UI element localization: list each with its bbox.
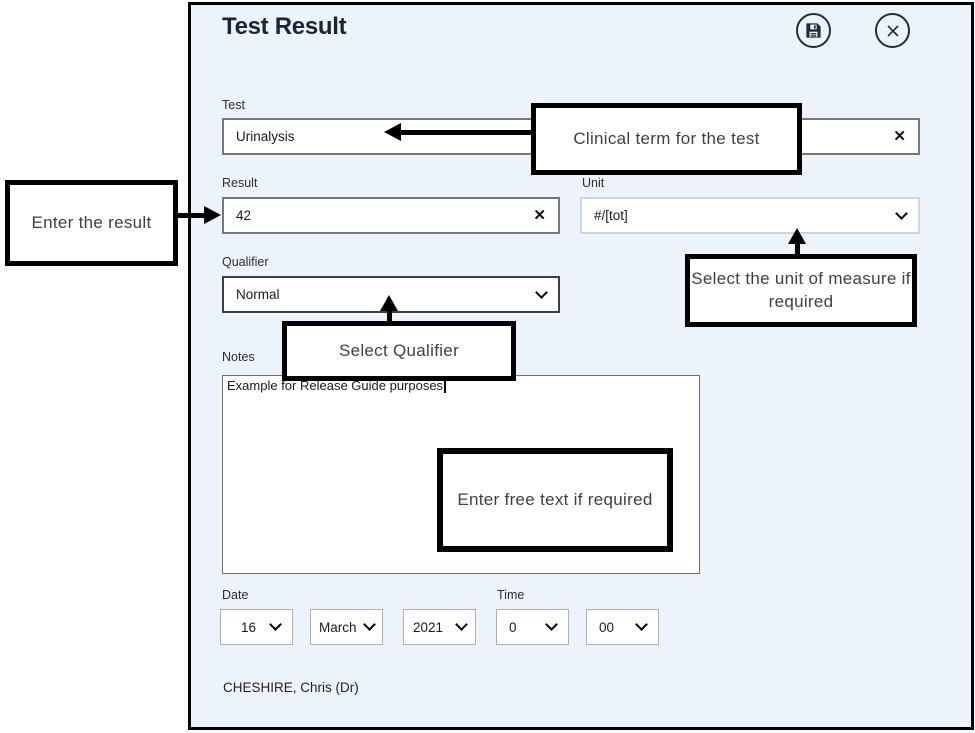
callout-test: Clinical term for the test [531,103,802,175]
notes-value: Example for Release Guide purposes [227,378,444,393]
unit-value: #/[tot] [594,208,628,223]
date-year-select[interactable]: 2021 [403,609,476,645]
result-value: 42 [236,208,252,223]
callout-result-text: Enter the result [31,212,152,232]
time-label: Time [497,588,525,602]
time-hour-value: 0 [509,619,517,635]
test-value: Urinalysis [236,129,295,144]
time-minute-value: 00 [599,619,615,635]
time-minute-select[interactable]: 00 [586,609,659,645]
arrow-up-icon [788,228,806,244]
date-month-value: March [319,619,357,635]
chevron-down-icon [895,206,908,220]
text-caret [444,379,446,393]
unit-label: Unit [582,176,605,190]
arrow-shaft [795,243,800,255]
test-clear-button[interactable]: ✕ [893,129,906,144]
qualifier-label: Qualifier [222,255,269,269]
date-year-value: 2021 [413,619,444,635]
date-day-select[interactable]: 16 [220,609,293,645]
qualifier-value: Normal [236,287,280,302]
arrow-shaft [399,130,531,135]
result-label: Result [222,176,258,190]
notes-label: Notes [222,350,255,364]
unit-select[interactable]: #/[tot] [580,197,920,234]
chevron-down-icon [455,618,468,631]
save-icon [804,21,823,40]
callout-result: Enter the result [5,180,178,266]
callout-qualifier: Select Qualifier [282,321,516,381]
save-button[interactable] [796,13,831,48]
x-icon: ✕ [533,207,546,224]
close-button[interactable] [875,13,910,48]
arrow-shaft [168,213,206,218]
callout-unit: Select the unit of measure if required [685,254,917,327]
close-icon [883,21,903,41]
arrow-shaft [387,310,392,322]
callout-notes: Enter free text if required [437,448,673,552]
result-input[interactable]: 42 ✕ [222,197,560,234]
chevron-down-icon [363,618,376,631]
test-label: Test [222,98,245,112]
callout-qualifier-text: Select Qualifier [338,340,460,360]
result-clear-button[interactable]: ✕ [533,208,546,223]
chevron-down-icon [635,618,648,631]
page-title: Test Result [222,13,347,40]
chevron-down-icon [545,618,558,631]
date-label: Date [222,588,249,602]
chevron-down-icon [269,618,282,631]
callout-notes-text: Enter free text if required [457,489,653,509]
date-month-select[interactable]: March [310,609,383,645]
arrow-up-icon [380,295,398,311]
time-hour-select[interactable]: 0 [496,609,569,645]
callout-test-text: Clinical term for the test [573,128,760,148]
chevron-down-icon [535,285,548,299]
arrow-right-icon [204,206,221,224]
clinician-name: CHESHIRE, Chris (Dr) [223,680,359,695]
date-day-value: 16 [241,619,257,635]
callout-unit-text: Select the unit of measure if required [691,268,911,311]
arrow-left-icon [384,123,401,141]
x-icon: ✕ [893,128,906,145]
